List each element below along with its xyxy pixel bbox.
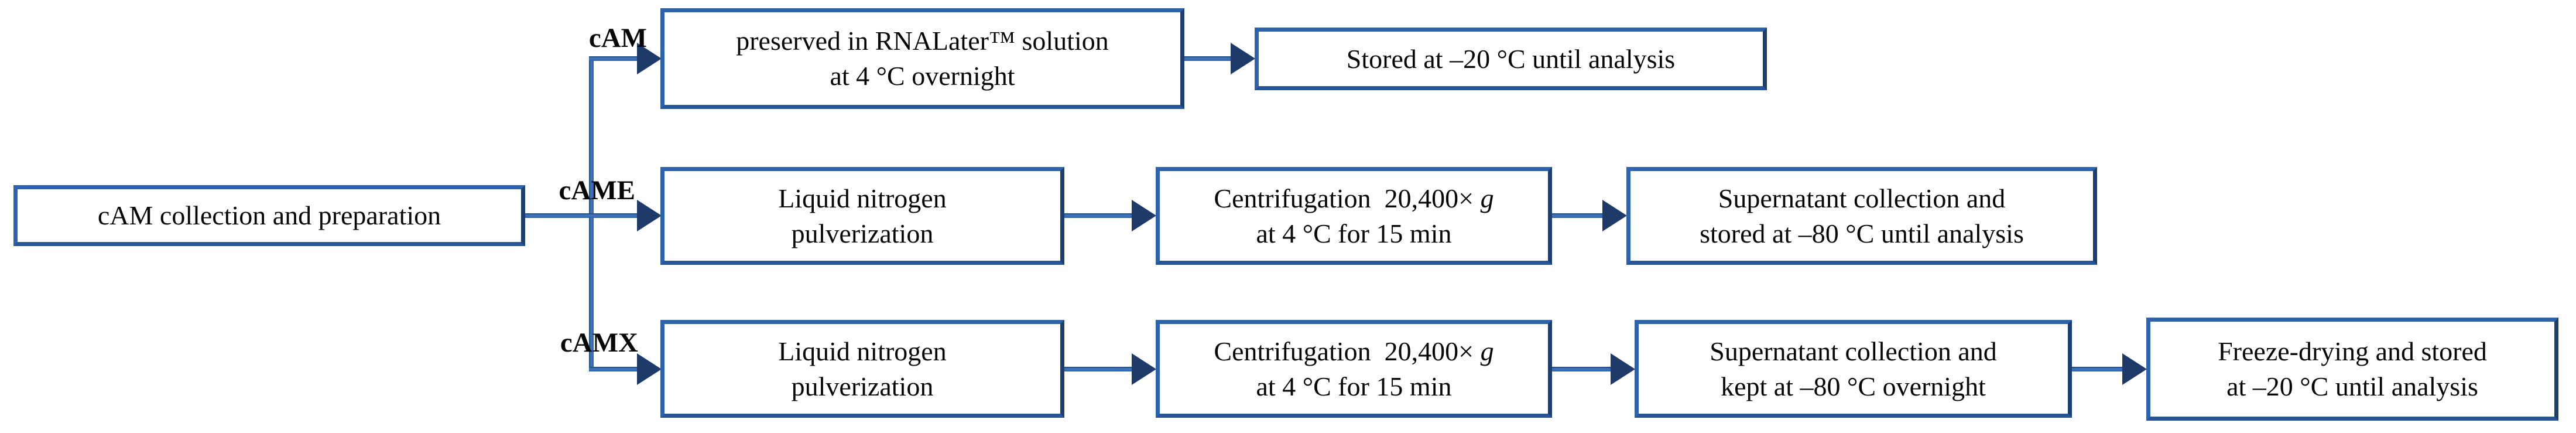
branch-label-came: cAME <box>559 175 635 206</box>
connector-came-step2-step3 <box>1552 213 1604 218</box>
root-box-cam-collection: cAM collection and preparation <box>13 185 525 246</box>
connector-camx-step1-step2 <box>1064 367 1133 371</box>
connector-camx-step2-step3 <box>1552 367 1612 371</box>
box-text: cAM collection and preparation <box>97 200 441 230</box>
arrowhead-icon <box>1132 200 1156 231</box>
branch-label-cam: cAM <box>588 23 647 53</box>
arrowhead-icon <box>1231 43 1255 74</box>
box-text: Stored at –20 °C until analysis <box>1346 43 1676 74</box>
arrowhead-icon <box>637 353 662 385</box>
arrowhead-icon <box>1611 353 1635 385</box>
arrowhead-icon <box>2122 353 2147 385</box>
connector-trunk-to-cam <box>589 56 639 61</box>
connector-trunk-to-camx <box>589 367 639 371</box>
arrowhead-icon <box>637 200 662 231</box>
connector-root-to-trunk <box>525 213 639 218</box>
connector-camx-step3-step4 <box>2072 367 2124 371</box>
arrowhead-icon <box>637 43 662 74</box>
arrowhead-icon <box>1602 200 1627 231</box>
connector-cam-step1-step2 <box>1184 56 1232 61</box>
branch-label-camx: cAMX <box>560 328 638 358</box>
box-cam-stored-minus20: Stored at –20 °C until analysis <box>1255 28 1767 90</box>
connector-came-step1-step2 <box>1064 213 1133 218</box>
arrowhead-icon <box>1132 353 1156 385</box>
